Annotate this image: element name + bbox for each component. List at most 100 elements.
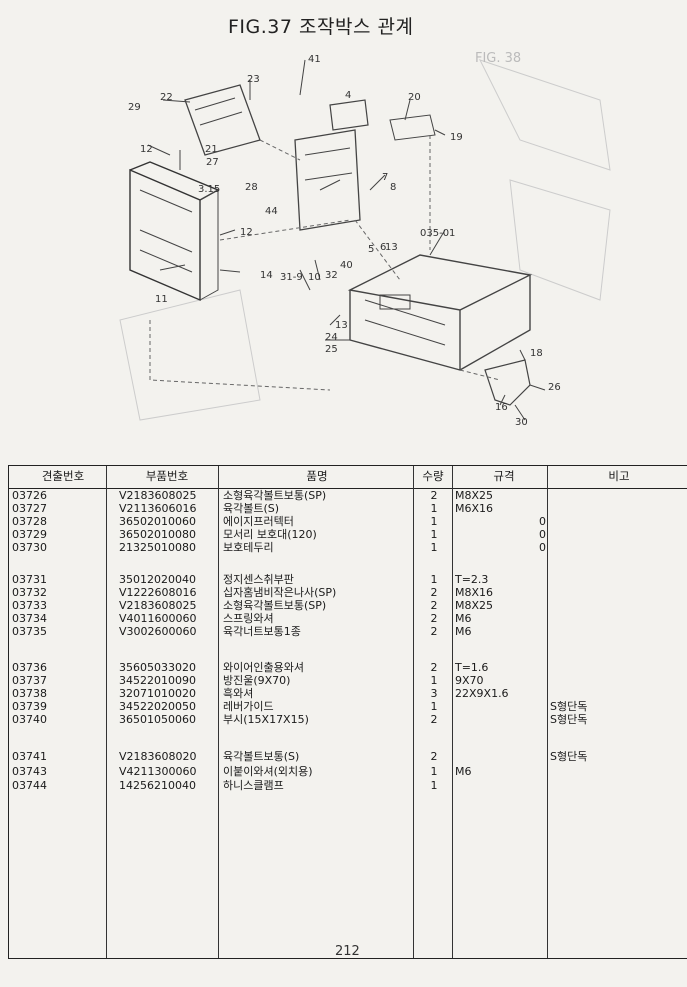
table-row: 03730 21325010080 보호테두리 1 0 [9,541,687,554]
cell-spec: M8X25 [455,489,494,502]
callout-label: 25 [325,344,338,355]
callout-label: 13 [385,242,398,253]
table-row: 03726 V2183608025 소형육각볼트보통(SP) 2 M8X25 [9,489,687,502]
table-row: 03744 14256210040 하니스클램프 1 [9,779,687,792]
callout-label: 27 [206,157,219,168]
callout-label: 21 [205,144,218,155]
cell-part: V4011600060 [119,612,197,625]
cell-qty: 2 [430,661,438,674]
cell-qty: 1 [430,573,438,586]
cell-code: 03740 [12,713,47,726]
cell-code: 03738 [12,687,47,700]
cell-part: 36502010080 [119,528,196,541]
table-row: 03728 36502010060 에이지프러텍터 1 0 [9,515,687,528]
callout-label: 40 [340,260,353,271]
cell-part: 35605033020 [119,661,196,674]
callout-label: 7 [382,172,388,183]
callout-label: 26 [548,382,561,393]
table-row: 03741 V2183608020 육각볼트보통(S) 2 S형단독 [9,750,687,763]
cell-name: 방진울(9X70) [223,674,291,687]
cell-code: 03737 [12,674,47,687]
cell-spec: M8X16 [455,586,494,599]
cell-qty: 2 [430,599,438,612]
cell-code: 03726 [12,489,47,502]
cell-code: 03735 [12,625,47,638]
header-name: 품명 [306,469,328,483]
cell-part: V3002600060 [119,625,197,638]
header-part: 부품번호 [145,469,189,483]
cell-qty: 1 [430,515,438,528]
callout-label: 32 [325,270,338,281]
cell-qty: 2 [430,713,438,726]
table-row: 03739 34522020050 레버가이드 1 S형단독 [9,700,687,713]
cell-name: 부시(15X17X15) [223,713,309,726]
table-row: 03740 36501050060 부시(15X17X15) 2 S형단독 [9,713,687,726]
cell-code: 03736 [12,661,47,674]
cell-qty: 1 [430,541,438,554]
cell-name: 육각볼트(S) [223,502,280,515]
table-header: 견출번호 부품번호 품명 수량 규격 비고 [9,466,687,489]
cell-qty: 1 [430,765,438,778]
callout-label: 035-01 [420,228,455,239]
cell-qty: 1 [430,502,438,515]
cell-part: 34522020050 [119,700,196,713]
column-divider [413,466,415,958]
cell-qty: 1 [430,674,438,687]
table-row: 03735 V3002600060 육각너트보통1종 2 M6 [9,625,687,638]
cell-note: S형단독 [550,713,588,726]
cell-part: 21325010080 [119,541,196,554]
cell-name: 스프링와셔 [223,612,274,625]
callout-label: 31-9 [280,272,303,283]
callout-label: 44 [265,206,278,217]
callout-label: 11 [155,294,168,305]
table-row: 03732 V1222608016 십자홈냄비작은나사(SP) 2 M8X16 [9,586,687,599]
callout-label: 23 [247,74,260,85]
cell-name: 육각너트보통1종 [223,625,301,638]
callout-label: 18 [530,348,543,359]
cell-qty: 2 [430,612,438,625]
header-note: 비고 [608,469,630,483]
cell-name: 육각볼트보통(S) [223,750,300,763]
callout-label: 22 [160,92,173,103]
cell-spec: T=1.6 [455,661,489,674]
cell-code: 03744 [12,779,47,792]
cell-spec2: 0 [539,515,546,528]
cell-code: 03733 [12,599,47,612]
callout-label: 4 [345,90,351,101]
callout-label: 8 [390,182,396,193]
table-row: 03734 V4011600060 스프링와셔 2 M6 [9,612,687,625]
cell-part: 35012020040 [119,573,196,586]
table-row: 03737 34522010090 방진울(9X70) 1 9X70 [9,674,687,687]
cell-qty: 1 [430,779,438,792]
cell-name: 에이지프러텍터 [223,515,294,528]
cell-note: S형단독 [550,700,588,713]
cell-qty: 2 [430,586,438,599]
cell-code: 03731 [12,573,47,586]
cell-code: 03739 [12,700,47,713]
table-row: 03733 V2183608025 소형육각볼트보통(SP) 2 M8X25 [9,599,687,612]
cell-name: 이붙이와셔(외치용) [223,765,313,778]
callout-label: 13 [335,320,348,331]
cell-name: 레버가이드 [223,700,274,713]
cell-qty: 1 [430,700,438,713]
cell-part: V2183608025 [119,599,197,612]
page-number: 212 [335,944,360,959]
cell-qty: 2 [430,750,438,763]
cell-code: 03743 [12,765,47,778]
callout-label: 30 [515,417,528,428]
cell-spec: M6X16 [455,502,494,515]
svg-text:FIG. 38: FIG. 38 [475,51,521,66]
cell-qty: 2 [430,625,438,638]
cell-name: 십자홈냄비작은나사(SP) [223,586,337,599]
cell-part: 32071010020 [119,687,196,700]
table-row: 03729 36502010080 모서리 보호대(120) 1 0 [9,528,687,541]
column-divider [452,466,454,958]
cell-code: 03727 [12,502,47,515]
cell-spec: 9X70 [455,674,484,687]
cell-spec: M6 [455,612,472,625]
header-code: 견출번호 [41,469,85,483]
callout-label: 5 [368,244,374,255]
callout-label: 14 [260,270,273,281]
callout-label: 28 [245,182,258,193]
cell-name: 모서리 보호대(120) [223,528,317,541]
